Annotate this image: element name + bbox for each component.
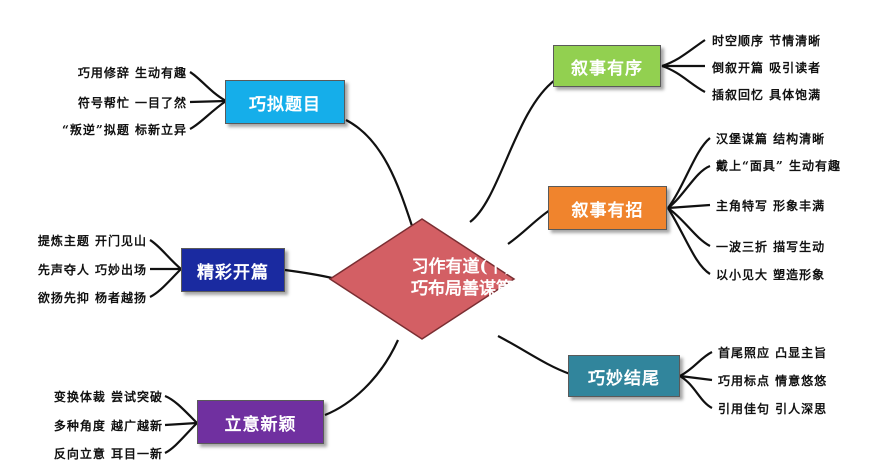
branch-theme[interactable]: 立意新颖 bbox=[197, 400, 324, 444]
branch-title[interactable]: 巧拟题目 bbox=[225, 80, 345, 124]
branch-label: 叙事有招 bbox=[571, 200, 644, 221]
connector-narrative-order bbox=[469, 79, 556, 223]
leaf-title-3: “叛逆”拟题 标新立异 bbox=[62, 123, 187, 137]
center-title-line2: 巧布局善谋篇 bbox=[411, 279, 513, 299]
connector-lines bbox=[149, 39, 713, 454]
branch-label: 巧拟题目 bbox=[249, 94, 321, 115]
connector-opening bbox=[284, 268, 333, 280]
leaf-theme-3: 反向立意 耳目一新 bbox=[53, 447, 163, 461]
branch-label: 叙事有序 bbox=[571, 58, 643, 79]
leaf-theme-1: 变换体裁 尝试突破 bbox=[53, 390, 163, 404]
branch-label: 精彩开篇 bbox=[197, 262, 269, 283]
connector-theme bbox=[324, 339, 400, 417]
leaf-opening-2: 先声夺人 巧妙出场 bbox=[37, 263, 147, 277]
leaf-narrative-order-1: 时空顺序 节情清晰 bbox=[712, 34, 822, 48]
leaf-ending-2: 巧用标点 情意悠悠 bbox=[718, 374, 828, 388]
leaf-narrative-order-3: 插叙回忆 具体饱满 bbox=[712, 88, 822, 102]
center-diamond[interactable] bbox=[328, 218, 516, 340]
branch-narrative-tricks[interactable]: 叙事有招 bbox=[548, 186, 667, 230]
branch-opening[interactable]: 精彩开篇 bbox=[181, 248, 285, 292]
branch-narrative-order[interactable]: 叙事有序 bbox=[553, 45, 661, 87]
connector-narrative-tricks bbox=[507, 209, 551, 245]
leaf-narrative-tricks-2: 戴上“面具” 生动有趣 bbox=[716, 159, 841, 173]
leaf-opening-1: 提炼主题 开门见山 bbox=[37, 234, 147, 248]
leaf-title-1: 巧用修辞 生动有趣 bbox=[77, 66, 187, 80]
leaf-narrative-tricks-4: 一波三折 描写生动 bbox=[716, 240, 826, 254]
branch-label: 立意新颖 bbox=[224, 414, 297, 435]
leaf-title-2: 符号帮忙 一目了然 bbox=[77, 96, 187, 110]
branch-ending[interactable]: 巧妙结尾 bbox=[568, 355, 680, 397]
connector-ending bbox=[497, 335, 571, 376]
leaf-theme-2: 多种角度 越广越新 bbox=[53, 419, 163, 433]
leaf-opening-3: 欲扬先抑 杨者越扬 bbox=[37, 291, 147, 305]
leaf-narrative-tricks-5: 以小见大 塑造形象 bbox=[716, 268, 826, 282]
leaf-ending-1: 首尾照应 凸显主旨 bbox=[718, 346, 828, 360]
leaf-narrative-order-2: 倒叙开篇 吸引读者 bbox=[712, 61, 822, 75]
center-title-line1: 习作有道(下) bbox=[411, 257, 513, 277]
leaf-ending-3: 引用佳句 引人深思 bbox=[718, 402, 828, 416]
leaf-narrative-tricks-1: 汉堡谋篇 结构清晰 bbox=[716, 132, 826, 146]
connector-title bbox=[345, 119, 416, 233]
branch-label: 巧妙结尾 bbox=[588, 368, 660, 389]
center-topic: 习作有道(下) 巧布局善谋篇 bbox=[372, 256, 552, 300]
leaf-narrative-tricks-3: 主角特写 形象丰满 bbox=[716, 199, 826, 213]
